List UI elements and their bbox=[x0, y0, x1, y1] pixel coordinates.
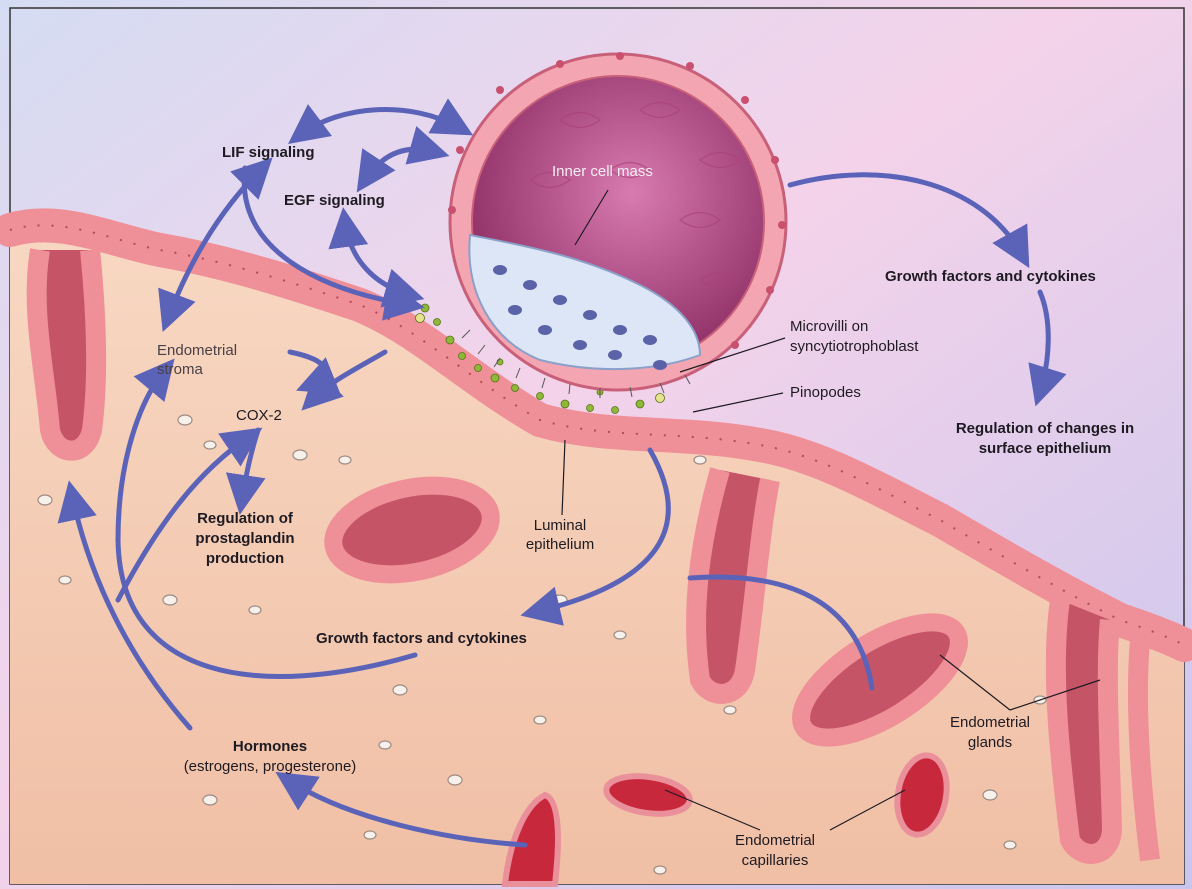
label-growth-factors-bottom: Growth factors and cytokines bbox=[316, 630, 527, 648]
label-glands-1: Endometrial bbox=[935, 714, 1045, 732]
label-microvilli-2: syncytiotrophoblast bbox=[790, 338, 918, 356]
label-prostaglandin-2: prostaglandin bbox=[170, 530, 320, 548]
label-lif-signaling: LIF signaling bbox=[222, 144, 315, 162]
label-inner-cell-mass: Inner cell mass bbox=[552, 163, 653, 181]
label-prostaglandin-3: production bbox=[170, 550, 320, 568]
label-hormones-detail: (estrogens, progesterone) bbox=[160, 758, 380, 776]
left-gland bbox=[37, 250, 97, 451]
label-glands-2: glands bbox=[935, 734, 1045, 752]
right-gland-2 bbox=[1056, 600, 1112, 854]
label-capillaries-1: Endometrial bbox=[715, 832, 835, 850]
label-regulation-surface-1: Regulation of changes in bbox=[920, 420, 1170, 438]
label-capillaries-2: capillaries bbox=[715, 852, 835, 870]
label-luminal-2: epithelium bbox=[510, 536, 610, 554]
label-stroma-1: Endometrial bbox=[157, 342, 237, 360]
label-hormones: Hormones bbox=[160, 738, 380, 756]
label-pinopodes: Pinopodes bbox=[790, 384, 861, 402]
label-microvilli-1: Microvilli on bbox=[790, 318, 868, 336]
label-regulation-surface-2: surface epithelium bbox=[920, 440, 1170, 458]
label-egf-signaling: EGF signaling bbox=[284, 192, 385, 210]
label-cox2: COX-2 bbox=[236, 407, 282, 425]
right-gland-3 bbox=[1138, 640, 1150, 860]
label-prostaglandin-1: Regulation of bbox=[170, 510, 320, 528]
label-luminal-1: Luminal bbox=[510, 517, 610, 535]
label-stroma-2: stroma bbox=[157, 361, 203, 379]
label-growth-factors-top: Growth factors and cytokines bbox=[885, 268, 1096, 286]
